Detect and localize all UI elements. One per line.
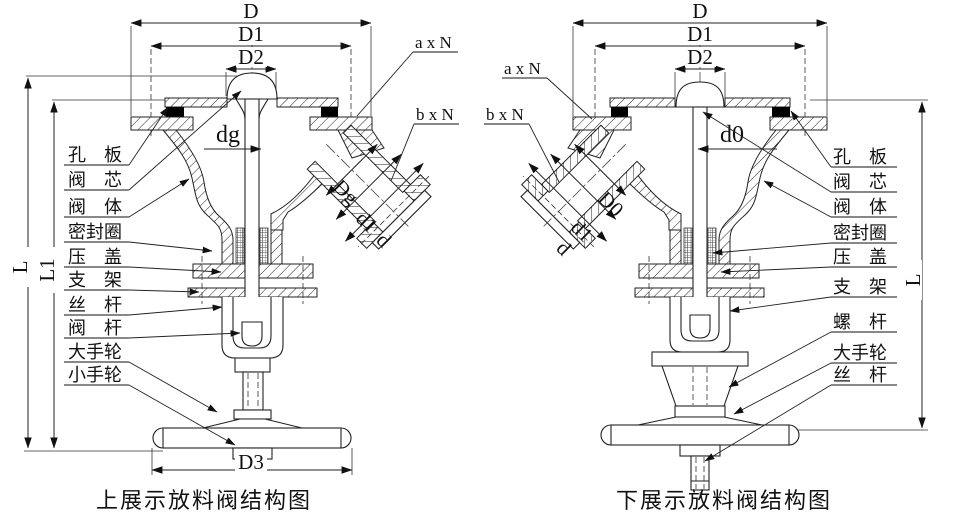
part-label: 小手轮 — [68, 365, 122, 385]
stem-tip — [241, 321, 263, 347]
dim-D-left: D — [130, 0, 372, 116]
part-label: 丝 杆 — [833, 365, 887, 385]
part-labels-left: 孔 板 阀 芯 阀 体 密封圈 压 盖 支 架 丝 杆 阀 杆 大手轮 小手轮 — [64, 90, 242, 446]
handwheel — [600, 405, 800, 446]
part-label: 丝 杆 — [68, 295, 122, 315]
dim-L-left: L — [8, 75, 248, 452]
dim-label-L: L — [901, 274, 925, 287]
bolt-note-bxn-left: b x N — [390, 105, 459, 182]
caption-right: 下展示放料阀结构图 — [616, 488, 832, 513]
bolt-note-axn-right: a x N — [502, 59, 593, 120]
bottom-screw — [679, 444, 721, 491]
part-label: 孔 板 — [833, 147, 887, 167]
dim-label-D0: D0 — [593, 186, 628, 221]
dim-L-right: L — [798, 99, 928, 431]
body-bowl — [625, 169, 682, 231]
part-label: 大手轮 — [68, 342, 122, 362]
part-label: 压 盖 — [68, 247, 122, 267]
part-label: 密封圈 — [68, 222, 122, 242]
svg-text:b x N: b x N — [486, 105, 524, 124]
svg-text:a x N: a x N — [415, 33, 452, 52]
dim-D2-left: D2 — [225, 45, 277, 96]
dim-label-D1: D1 — [238, 22, 264, 46]
body-wall-right — [718, 129, 791, 266]
seal-left — [611, 107, 628, 118]
upper-valve-diagram: D D1 D2 L L1 — [8, 0, 459, 513]
dim-label-D: D — [692, 0, 707, 23]
screw-rod — [242, 371, 264, 411]
valve-stem — [244, 98, 260, 328]
part-label: 阀 体 — [833, 197, 887, 217]
dim-label-D3: D3 — [238, 450, 264, 474]
dim-label-D2: D2 — [687, 45, 713, 69]
handwheel — [152, 409, 352, 449]
caption-left: 上展示放料阀结构图 — [96, 488, 312, 513]
svg-text:a x N: a x N — [504, 59, 541, 78]
part-label: 螺 杆 — [833, 312, 887, 332]
part-label: 孔 板 — [68, 145, 122, 165]
part-labels-right: 孔 板 阀 芯 阀 体 密封圈 压 盖 支 架 螺 杆 大手轮 丝 杆 — [702, 110, 897, 462]
dim-D-right: D — [572, 0, 828, 116]
part-label: 阀 体 — [68, 197, 122, 217]
dim-D3: D3 — [151, 448, 353, 475]
stuffing-box-wall — [669, 229, 682, 265]
dim-label-L: L — [8, 261, 32, 274]
valve-stem — [692, 106, 708, 320]
dim-label-dg: dg — [216, 122, 240, 148]
part-label: 大手轮 — [833, 343, 887, 363]
seal-right — [321, 107, 338, 117]
part-label: 密封圈 — [833, 223, 887, 243]
svg-text:b x N: b x N — [416, 105, 454, 124]
part-label: 阀 杆 — [68, 318, 122, 338]
bolt-note-axn-left: a x N — [356, 33, 458, 117]
part-label: 阀 芯 — [833, 172, 887, 192]
stem-tip — [689, 314, 711, 339]
dim-D2-right: D2 — [674, 45, 726, 98]
dim-label-D: D — [243, 0, 258, 23]
valve-plug — [675, 81, 725, 108]
seal-right — [772, 107, 790, 118]
screw-bush-cone — [661, 365, 739, 407]
branch-outlet — [520, 124, 646, 250]
part-label: 压 盖 — [833, 247, 887, 267]
branch-outlet — [306, 124, 432, 250]
part-label: 阀 芯 — [68, 170, 122, 190]
body-bowl — [270, 169, 327, 231]
part-label: 支 架 — [833, 277, 887, 297]
lower-valve-diagram: D D1 D2 L — [484, 0, 928, 513]
yoke — [669, 297, 731, 353]
part-label: 支 架 — [68, 270, 122, 290]
dim-D1-right: D1 — [594, 22, 806, 138]
dim-d0: d0 — [697, 122, 777, 153]
dim-L1-left: L1 — [35, 99, 170, 449]
dim-label-D2: D2 — [238, 45, 264, 69]
bolt-note-bxn-right: b x N — [484, 105, 560, 183]
stuffing-box-wall — [270, 229, 283, 265]
dim-label-D1: D1 — [687, 22, 713, 46]
dim-D1-left: D1 — [150, 22, 352, 138]
dim-dg: dg — [204, 122, 262, 153]
yoke — [221, 297, 284, 359]
coupling — [234, 357, 271, 373]
seal-left — [166, 107, 184, 117]
dim-label-L1: L1 — [35, 258, 59, 281]
yoke-base-plate — [651, 351, 749, 367]
